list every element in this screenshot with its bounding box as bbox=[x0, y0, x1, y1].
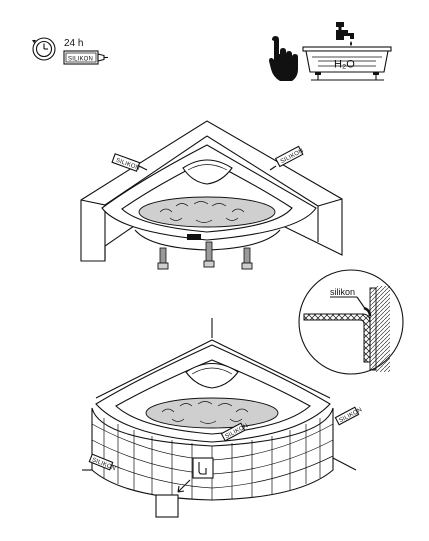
cure-time-label: 24 h bbox=[64, 38, 83, 49]
silicone-tube-text: SILIKON bbox=[68, 57, 93, 63]
clock-icon bbox=[32, 37, 56, 61]
bathtub-water-icon: H₂O bbox=[302, 46, 392, 81]
hand-press-icon bbox=[269, 36, 298, 81]
arrow-icon bbox=[177, 479, 191, 493]
silicone-tube-right: SILIKON bbox=[269, 145, 305, 171]
corner-bathtub-drawing: SILIKON SILIKON bbox=[80, 120, 343, 270]
water-tap-icon bbox=[332, 22, 354, 46]
tiled-bathtub-drawing: SILIKON SILIKON SILIKON bbox=[82, 339, 363, 501]
seal-label: silikon bbox=[330, 287, 355, 297]
seal-cross-section-detail: silikon bbox=[298, 269, 404, 375]
access-panel-icon bbox=[155, 494, 179, 518]
silicone-tube-icon: SILIKON bbox=[63, 50, 108, 65]
silicone-tube-bottom-right: SILIKON bbox=[334, 406, 363, 426]
water-formula: H₂O bbox=[334, 59, 355, 71]
silicone-tube-left: SILIKON bbox=[111, 153, 148, 172]
